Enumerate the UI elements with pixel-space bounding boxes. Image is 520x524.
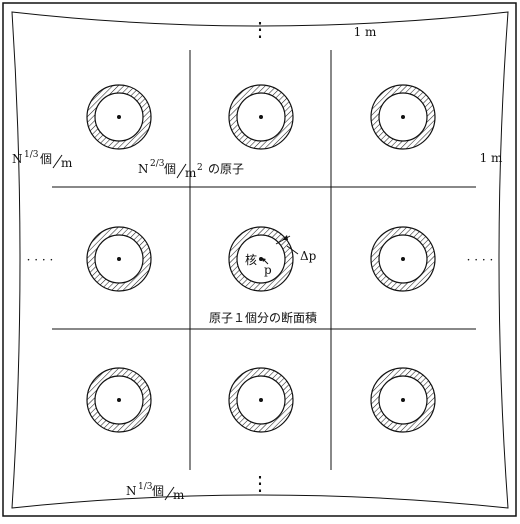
nucleus-radius-arrowhead bbox=[262, 258, 266, 262]
continuation-dots-bottom: ⋮ bbox=[250, 471, 270, 495]
svg-text:個: 個 bbox=[164, 162, 176, 176]
areal-density-label: N 2/3 個 m 2 の原子 bbox=[138, 159, 244, 180]
atom-nucleus bbox=[401, 115, 405, 119]
svg-text:m: m bbox=[61, 156, 73, 170]
atom-8 bbox=[228, 367, 294, 433]
svg-text:個: 個 bbox=[40, 152, 52, 166]
sheet-outline bbox=[11, 11, 509, 509]
atom-shell bbox=[86, 226, 152, 292]
svg-text:1/3: 1/3 bbox=[24, 150, 39, 160]
atom-nucleus bbox=[259, 115, 263, 119]
atom-shell bbox=[370, 84, 436, 150]
svg-text:m: m bbox=[173, 488, 185, 502]
atom-shell bbox=[228, 367, 294, 433]
right-edge-label: 1 m bbox=[480, 151, 503, 165]
svg-text:N: N bbox=[12, 152, 23, 166]
atom-shell bbox=[86, 367, 152, 433]
atom-4 bbox=[86, 226, 152, 292]
atom-5 bbox=[228, 226, 294, 292]
atom-shell bbox=[228, 226, 294, 292]
continuation-dots-right: · · · · bbox=[467, 253, 494, 267]
atom-shell bbox=[370, 367, 436, 433]
continuation-dots-top: ⋮ bbox=[250, 17, 270, 41]
shell-arrowhead-outer bbox=[282, 235, 288, 240]
svg-text:1/3: 1/3 bbox=[138, 482, 153, 492]
atom-nucleus bbox=[117, 398, 121, 402]
atom-nucleus bbox=[117, 257, 121, 261]
atom-shell bbox=[228, 84, 294, 150]
atom-3 bbox=[370, 84, 436, 150]
svg-text:2/3: 2/3 bbox=[150, 159, 165, 169]
atom-shell bbox=[86, 84, 152, 150]
svg-text:N: N bbox=[138, 162, 149, 176]
svg-text:個: 個 bbox=[152, 484, 164, 498]
nucleus-radius-label: p bbox=[264, 263, 272, 277]
atom-nucleus bbox=[117, 115, 121, 119]
left-edge-label: N 1/3 個 m bbox=[12, 150, 73, 170]
atom-nucleus bbox=[259, 398, 263, 402]
cell-grid bbox=[52, 50, 476, 470]
svg-text:の原子: の原子 bbox=[208, 162, 244, 176]
shell-thickness-leader bbox=[286, 245, 299, 255]
atom-1 bbox=[86, 84, 152, 150]
atom-shell bbox=[370, 226, 436, 292]
atom-7 bbox=[86, 367, 152, 433]
continuation-dots-left: · · · · bbox=[27, 253, 54, 267]
atom-2 bbox=[228, 84, 294, 150]
nucleus-label: 核 bbox=[245, 253, 257, 267]
atom-nucleus bbox=[401, 398, 405, 402]
atom-array bbox=[86, 84, 436, 433]
atom-nucleus bbox=[401, 257, 405, 261]
shell-thickness-label: Δp bbox=[300, 249, 317, 263]
svg-text:m: m bbox=[185, 166, 197, 180]
atom-6 bbox=[370, 226, 436, 292]
cross-section-label: 原子１個分の断面積 bbox=[209, 310, 317, 325]
atom-9 bbox=[370, 367, 436, 433]
svg-text:2: 2 bbox=[197, 163, 203, 173]
svg-text:N: N bbox=[126, 484, 137, 498]
outer-frame bbox=[2, 2, 517, 517]
bottom-edge-label: N 1/3 個 m bbox=[126, 482, 185, 502]
top-edge-label: 1 m bbox=[354, 25, 377, 39]
